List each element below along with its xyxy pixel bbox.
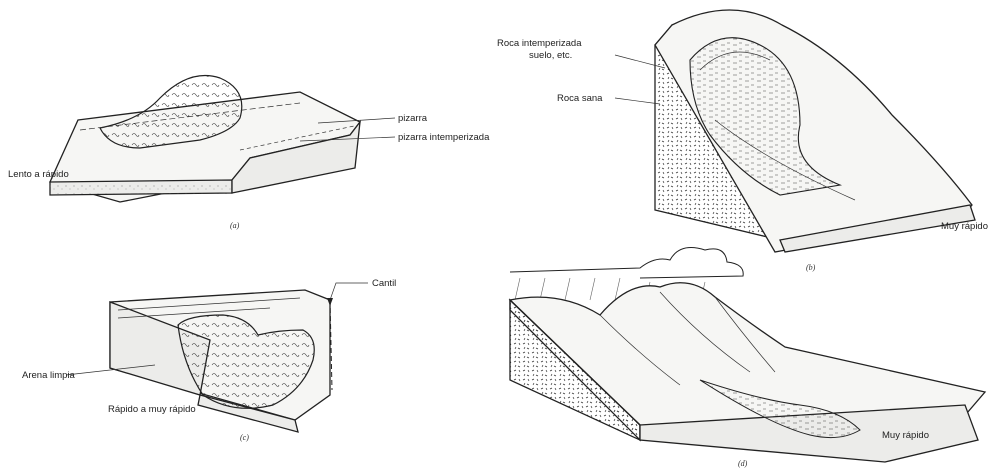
panel-d-caption: (d): [738, 459, 748, 468]
panel-b-caption: (b): [806, 263, 816, 272]
label-roca-intemperizada: Roca intemperizada: [497, 38, 582, 49]
panel-c-speed-label: Rápido a muy rápido: [108, 404, 196, 415]
panel-c: Cantil Arena limpia Rápido a muy rápido …: [22, 278, 396, 442]
label-pizarra: pizarra: [398, 113, 428, 124]
panel-d: Muy rápido (d): [510, 248, 985, 468]
cantil-leader-line: [330, 283, 368, 300]
panel-c-caption: (c): [240, 433, 249, 442]
panel-a-caption: (a): [230, 221, 240, 230]
panel-b: Roca intemperizada suelo, etc. Roca sana…: [497, 10, 988, 272]
cloud-icon: [510, 248, 743, 278]
label-roca-sana: Roca sana: [557, 93, 603, 104]
label-suelo-etc: suelo, etc.: [529, 50, 572, 61]
panel-b-speed-label: Muy rápido: [941, 221, 988, 232]
label-arena-limpia: Arena limpia: [22, 370, 76, 381]
label-cantil: Cantil: [372, 278, 396, 289]
panel-a-speed-label: Lento a rápido: [8, 169, 69, 180]
label-pizarra-intemperizada: pizarra intemperizada: [398, 132, 490, 143]
panel-a: pizarra pizarra intemperizada Lento a rá…: [8, 76, 490, 231]
panel-d-speed-label: Muy rápido: [882, 430, 929, 441]
